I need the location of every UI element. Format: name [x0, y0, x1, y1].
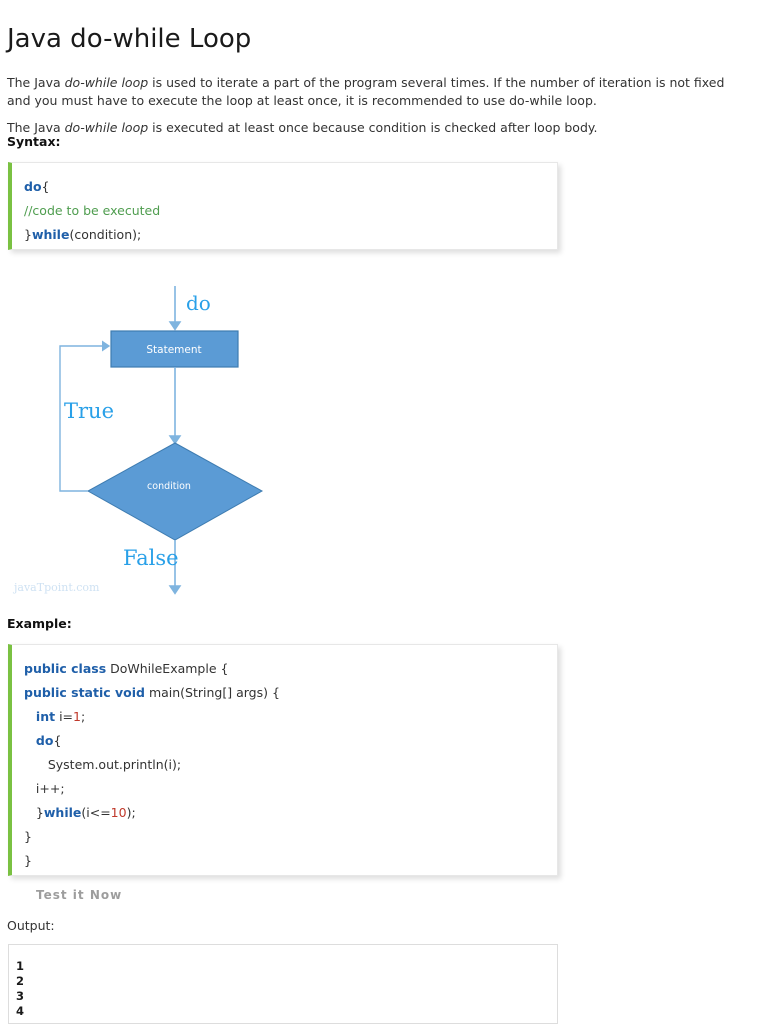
example-l2-keyword: public static void — [24, 685, 145, 700]
paragraph-2-suffix: is executed at least once because condit… — [148, 119, 598, 135]
example-l2-rest: main(String[] args) { — [144, 685, 280, 700]
example-l3-keyword: int — [35, 709, 56, 724]
flowchart-label-true: True — [64, 399, 114, 423]
flowchart-label-statement: Statement — [146, 344, 201, 356]
flowchart-label-false: False — [123, 546, 179, 570]
example-label: Example: — [7, 616, 72, 631]
syntax-line-1-rest: { — [41, 179, 50, 194]
output-label: Output: — [7, 918, 55, 933]
example-code-line-8: } — [24, 829, 32, 844]
example-code-line-5: System.out.println(i); — [24, 757, 182, 772]
paragraph-2-prefix: The Java — [7, 119, 65, 135]
example-l4-keyword: do — [35, 733, 54, 748]
syntax-line-3-rest: (condition); — [69, 227, 142, 242]
example-l3-mid: i= — [55, 709, 74, 724]
example-code-line-2: public static void main(String[] args) { — [24, 681, 557, 705]
example-l7-number: 10 — [110, 805, 127, 820]
syntax-code-line-2: //code to be executed — [24, 199, 557, 223]
example-l3-indent — [24, 709, 36, 724]
example-code-line-7: }while(i<=10); — [24, 801, 557, 825]
example-code-line-3: int i=1; — [24, 705, 557, 729]
output-line: 2 — [16, 974, 25, 988]
intro-paragraph-1: The Java do-while loop is used to iterat… — [7, 74, 751, 110]
example-l3-number: 1 — [73, 709, 81, 724]
do-while-flowchart: do Statement True condition False javaTp… — [0, 268, 300, 608]
flowchart-watermark: javaTpoint.com — [12, 581, 100, 594]
example-l3-end: ; — [80, 709, 86, 724]
example-l7-mid: (i<= — [81, 805, 111, 820]
example-code-line-6: i++; — [24, 781, 65, 796]
test-it-now-link[interactable]: Test it Now — [36, 888, 123, 902]
page-title: Java do-while Loop — [7, 24, 252, 55]
paragraph-1-suffix: is used to iterate a part of the program… — [7, 74, 725, 108]
intro-paragraph-2: The Java do-while loop is executed at le… — [7, 119, 751, 137]
syntax-label: Syntax: — [7, 134, 61, 149]
syntax-comment: //code to be executed — [24, 203, 161, 218]
example-l7-keyword: while — [43, 805, 82, 820]
loopback-path — [59, 340, 111, 492]
example-l4-indent — [24, 733, 36, 748]
paragraph-2-emphasis: do-while loop — [64, 119, 149, 135]
paragraph-1-prefix: The Java — [7, 74, 65, 90]
example-code-line-1: public class DoWhileExample { — [24, 657, 557, 681]
syntax-keyword-do: do — [24, 179, 42, 194]
flowchart-label-do: do — [186, 291, 211, 315]
example-l7-end: ); — [126, 805, 136, 820]
example-l1-keyword: public class — [24, 661, 107, 676]
example-l7-pre: } — [35, 805, 44, 820]
flowchart-label-condition: condition — [147, 481, 191, 492]
syntax-code-line-3: }while(condition); — [24, 223, 557, 247]
example-l1-rest: DoWhileExample { — [106, 661, 229, 676]
syntax-code-block: do{ //code to be executed }while(conditi… — [8, 162, 558, 250]
example-l4-rest: { — [53, 733, 62, 748]
syntax-code-line-1: do{ — [24, 175, 557, 199]
example-code-line-9: } — [24, 853, 32, 868]
paragraph-1-emphasis: do-while loop — [64, 74, 149, 90]
statement-box — [110, 330, 239, 368]
example-code-line-4: do{ — [24, 729, 557, 753]
output-line: 3 — [16, 989, 25, 1003]
output-line: 1 — [16, 959, 25, 973]
output-line: 4 — [16, 1004, 25, 1018]
output-box: 1 2 3 4 — [8, 944, 558, 1024]
syntax-line-3-pre: } — [24, 227, 32, 242]
syntax-keyword-while: while — [31, 227, 70, 242]
example-code-block: public class DoWhileExample { public sta… — [8, 644, 558, 876]
example-l7-indent — [24, 805, 36, 820]
